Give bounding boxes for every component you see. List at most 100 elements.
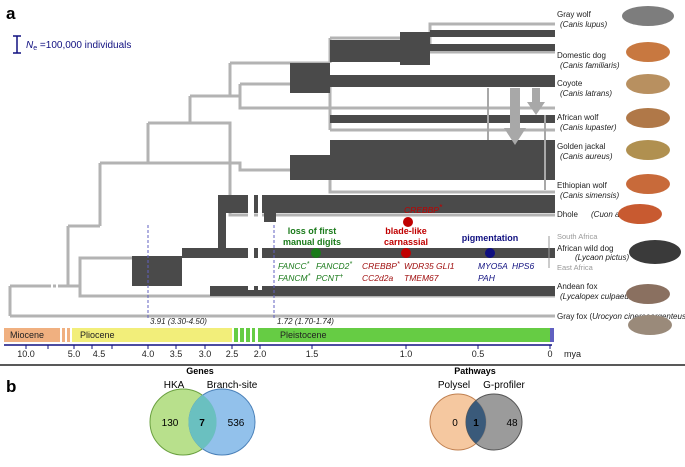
- african-wild-dog-image: [629, 240, 681, 264]
- gene-gli1: GLI1: [436, 261, 455, 271]
- gene-pah: PAH: [478, 273, 496, 283]
- svg-text:Ethiopian wolf: Ethiopian wolf: [557, 181, 608, 190]
- carnassial-marker-top: [403, 217, 413, 227]
- trait-annotations: CREBBP* loss of first manual digits blad…: [278, 203, 534, 283]
- svg-text:(Canis simensis): (Canis simensis): [560, 191, 619, 200]
- svg-text:10.0: 10.0: [17, 349, 35, 359]
- venn-pathways-title: Pathways: [454, 366, 496, 376]
- svg-text:Coyote: Coyote: [557, 79, 583, 88]
- species-golden-jackal: Golden jackal(Canis aureus): [557, 142, 613, 161]
- panel-label-b: b: [6, 377, 16, 396]
- svg-text:Domestic dog: Domestic dog: [557, 51, 606, 60]
- svg-text:(Canis latrans): (Canis latrans): [560, 89, 612, 98]
- andean-fox-image: [626, 284, 670, 304]
- svg-text:(Canis lupaster): (Canis lupaster): [560, 123, 617, 132]
- epoch-bar: Miocene Pliocene Pleistocene: [4, 328, 554, 342]
- subpop-east-africa: East Africa: [557, 263, 594, 272]
- species-african-wolf: African wolf(Canis lupaster): [557, 113, 617, 132]
- gene-myo5a: MYO5A: [478, 261, 508, 271]
- gene-crebbp-top: CREBBP*: [404, 203, 443, 215]
- svg-text:1.5: 1.5: [306, 349, 319, 359]
- svg-text:Andean fox: Andean fox: [557, 282, 597, 291]
- svg-text:2.0: 2.0: [254, 349, 267, 359]
- svg-text:3.5: 3.5: [170, 349, 183, 359]
- species-dhole: Dhole (Cuon alpinus): [557, 210, 643, 219]
- svg-text:(Lycaon pictus): (Lycaon pictus): [575, 253, 629, 262]
- species-ethiopian-wolf: Ethiopian wolf(Canis simensis): [557, 181, 619, 200]
- carnassial-label-1: blade-like: [385, 226, 427, 236]
- epoch-pliocene: [72, 328, 232, 342]
- svg-text:Miocene: Miocene: [10, 330, 44, 340]
- svg-text:5.0: 5.0: [68, 349, 81, 359]
- venn-genes: Genes HKA Branch-site 130 7 536: [149, 366, 258, 456]
- digits-label-2: manual digits: [283, 237, 341, 247]
- carnassial-marker: [401, 248, 411, 258]
- venn-genes-left-only: 130: [162, 418, 179, 429]
- digits-marker: [311, 248, 321, 258]
- species-gray-wolf: Gray wolf(Canis lupus): [557, 10, 607, 29]
- animal-illustrations: [618, 6, 681, 335]
- gene-hps6: HPS6: [512, 261, 534, 271]
- digits-label-1: loss of first: [288, 226, 337, 236]
- domestic-dog-image: [626, 42, 670, 62]
- tree-gray-branches: [8, 22, 555, 318]
- venn-pathways-both: 1: [473, 418, 479, 429]
- migration-arrows: [487, 88, 546, 190]
- epoch-pleistocene: [258, 328, 550, 342]
- svg-text:3.0: 3.0: [199, 349, 212, 359]
- tree-dark-branches: [132, 30, 555, 296]
- ne-scale-bar: Ne =100,000 individuals: [13, 35, 131, 54]
- venn-pathways-right-label: G-profiler: [483, 380, 525, 391]
- venn-pathways-right-only: 48: [506, 418, 518, 429]
- svg-text:African wild dog: African wild dog: [557, 244, 613, 253]
- svg-text:2.5: 2.5: [226, 349, 239, 359]
- venn-pathways: Pathways Polysel G-profiler 0 1 48: [429, 366, 526, 451]
- svg-text:(Lycalopex culpaeus): (Lycalopex culpaeus): [560, 292, 636, 301]
- venn-pathways-left-label: Polysel: [438, 380, 470, 391]
- species-andean-fox: Andean fox(Lycalopex culpaeus): [557, 282, 636, 301]
- svg-text:Pleistocene: Pleistocene: [280, 330, 327, 340]
- species-coyote: Coyote(Canis latrans): [557, 79, 612, 98]
- venn-pathways-left-only: 0: [452, 418, 458, 429]
- subpop-south-africa: South Africa: [557, 232, 598, 241]
- date-label-2: 1.72 (1.70-1.74): [277, 317, 334, 326]
- venn-genes-both: 7: [199, 418, 205, 429]
- svg-text:(Canis familiaris): (Canis familiaris): [560, 61, 620, 70]
- svg-text:Golden jackal: Golden jackal: [557, 142, 606, 151]
- gene-fancd2: FANCD2*: [316, 261, 352, 271]
- divergence-dates: 3.91 (3.30-4.50) 1.72 (1.70-1.74): [147, 225, 334, 326]
- date-label-1: 3.91 (3.30-4.50): [150, 317, 207, 326]
- time-axis: 10.0 5.0 4.5 4.0 3.5 3.0 2.5 2.0 1.5 1.0…: [4, 344, 581, 359]
- svg-text:4.0: 4.0: [142, 349, 155, 359]
- svg-text:Ne =100,000 individuals: Ne =100,000 individuals: [26, 40, 131, 52]
- svg-text:(Cuon alpinus): (Cuon alpinus): [591, 210, 643, 219]
- svg-text:Gray wolf: Gray wolf: [557, 10, 592, 19]
- svg-text:Dhole: Dhole: [557, 210, 578, 219]
- tree-dashed-branches: [48, 150, 232, 318]
- dhole-image: [618, 204, 662, 224]
- species-african-wild-dog: African wild dog(Lycaon pictus): [557, 244, 629, 262]
- carnassial-label-2: carnassial: [384, 237, 428, 247]
- ne-subscript: e: [33, 45, 37, 52]
- coyote-image: [626, 74, 670, 94]
- epoch-miocene: [4, 328, 60, 342]
- gene-crebbp: CREBBP*: [362, 261, 400, 271]
- species-domestic-dog: Domestic dog(Canis familiaris): [557, 51, 620, 70]
- venn-genes-right-label: Branch-site: [207, 380, 258, 391]
- svg-text:(Canis lupus): (Canis lupus): [560, 20, 607, 29]
- gene-tmem67: TMEM67: [404, 273, 439, 283]
- svg-text:0.5: 0.5: [472, 349, 485, 359]
- gray-wolf-image: [622, 6, 674, 26]
- svg-text:(Canis aureus): (Canis aureus): [560, 152, 613, 161]
- gene-wdr35: WDR35: [404, 261, 434, 271]
- tree-breaks: [248, 190, 262, 290]
- ethiopian-wolf-image: [626, 174, 670, 194]
- pigmentation-marker: [485, 248, 495, 258]
- golden-jackal-image: [626, 140, 670, 160]
- svg-text:4.5: 4.5: [93, 349, 106, 359]
- gene-cc2d2a: CC2d2a: [362, 273, 393, 283]
- african-wolf-image: [626, 108, 670, 128]
- venn-genes-title: Genes: [186, 366, 214, 376]
- ne-symbol: N: [26, 40, 34, 51]
